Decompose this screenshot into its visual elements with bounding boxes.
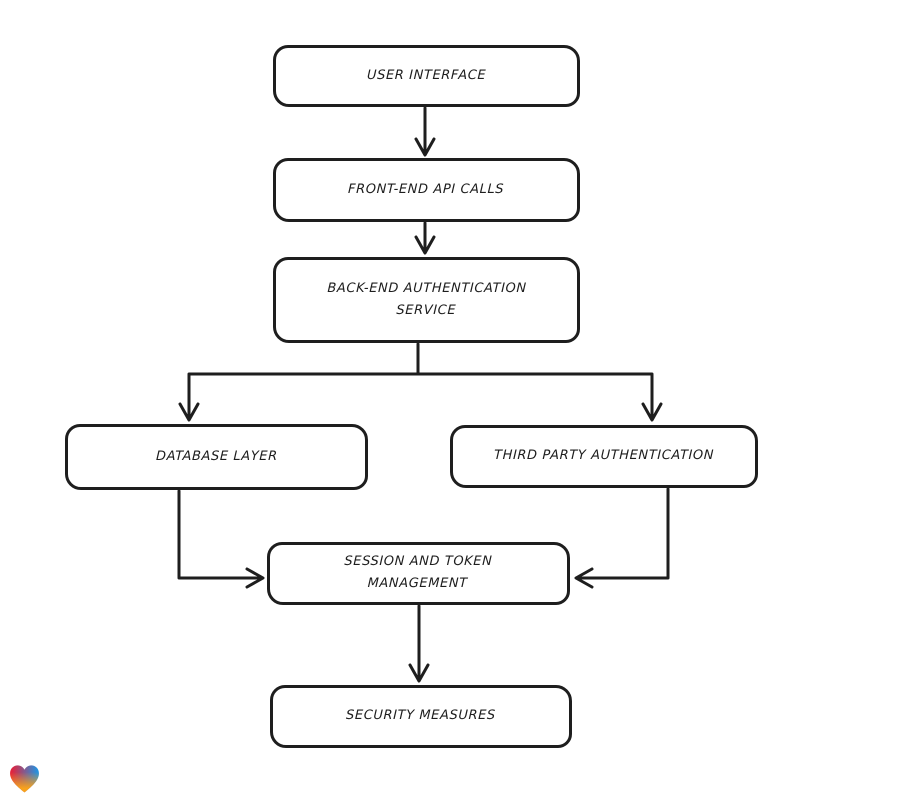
arrow-thirdparty-to-session xyxy=(577,487,670,580)
arrowhead xyxy=(414,137,436,157)
node-security-measures: SECURITY MEASURES xyxy=(270,685,572,748)
node-front-end-api-calls: FRONT-END API CALLS xyxy=(273,158,580,222)
arrowhead xyxy=(245,567,265,589)
arrowhead xyxy=(574,567,594,589)
node-label: BACK-END AUTHENTICATION SERVICE xyxy=(327,280,527,318)
node-session-and-token-management: SESSION AND TOKEN MANAGEMENT xyxy=(267,542,570,605)
node-label: FRONT-END API CALLS xyxy=(348,181,505,197)
arrowhead xyxy=(641,402,663,422)
arrow-backend-branch xyxy=(187,342,654,418)
node-label: SECURITY MEASURES xyxy=(345,708,497,724)
arrow-database-to-session xyxy=(177,489,262,580)
node-third-party-authentication: THIRD PARTY AUTHENTICATION xyxy=(450,425,758,488)
node-back-end-authentication-service: BACK-END AUTHENTICATION SERVICE xyxy=(273,257,580,343)
heart-icon xyxy=(10,765,39,793)
lovable-logo-badge[interactable] xyxy=(8,762,41,796)
arrowhead xyxy=(408,663,430,683)
node-label: USER INTERFACE xyxy=(366,67,487,83)
arrowhead xyxy=(178,402,200,422)
arrowhead xyxy=(414,235,436,255)
node-database-layer: DATABASE LAYER xyxy=(65,424,368,490)
node-label: THIRD PARTY AUTHENTICATION xyxy=(493,448,715,464)
node-label: SESSION AND TOKEN MANAGEMENT xyxy=(344,554,494,592)
node-label: DATABASE LAYER xyxy=(155,448,278,464)
node-user-interface: USER INTERFACE xyxy=(273,45,580,107)
